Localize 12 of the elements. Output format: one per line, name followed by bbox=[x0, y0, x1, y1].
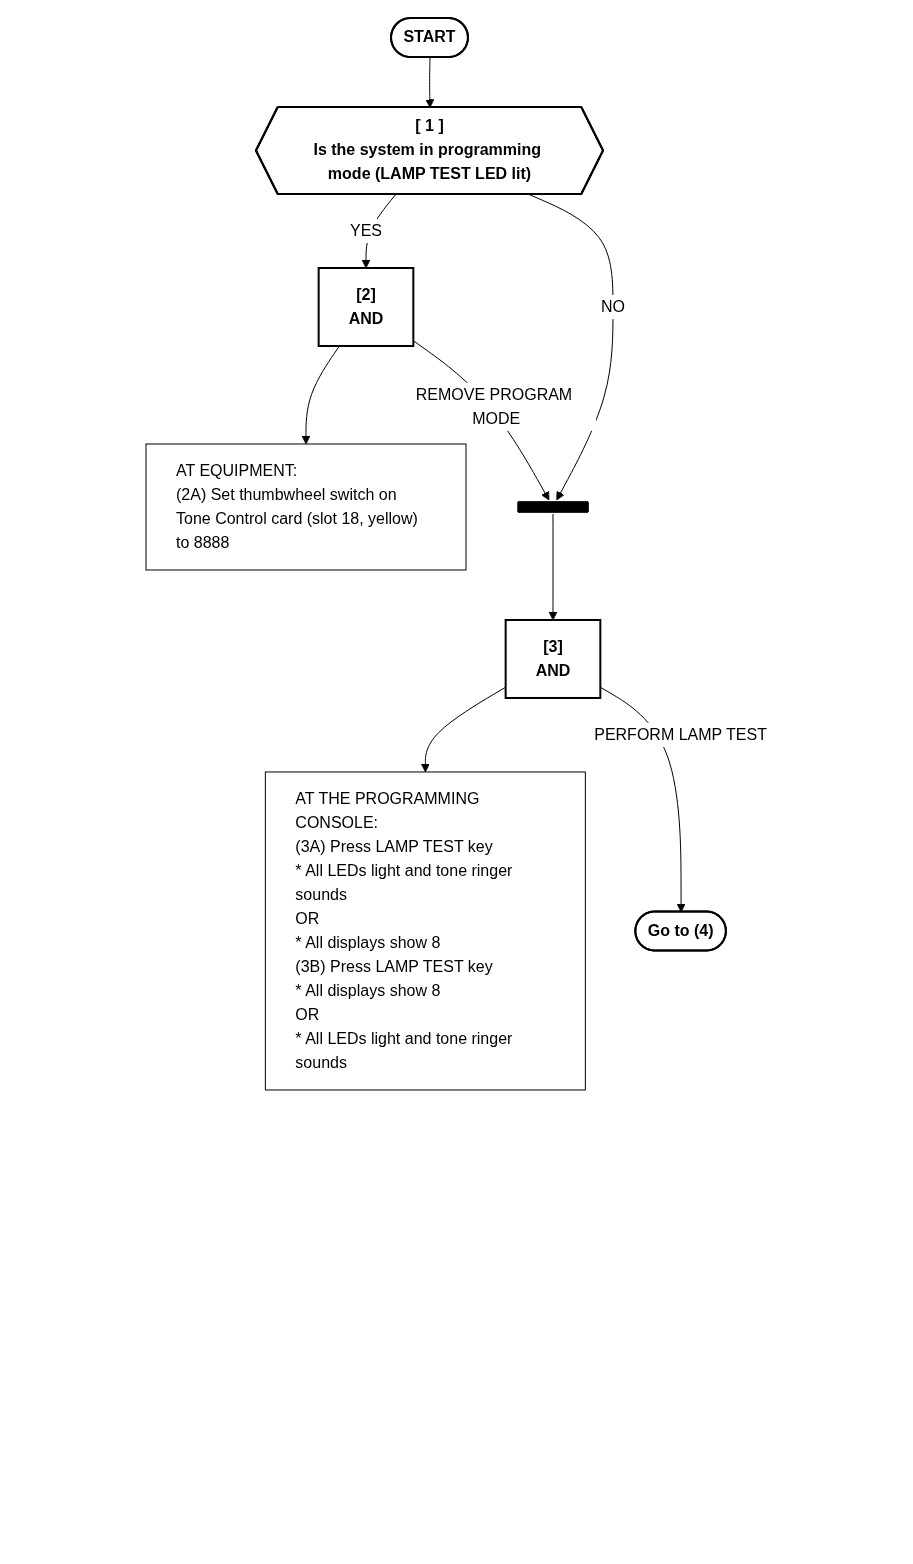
arrow bbox=[425, 57, 435, 108]
arrow bbox=[548, 513, 558, 621]
node-box: AT THE PROGRAMMING CONSOLE: (3A) Press LAMP TEST key * All LEDs light and tone ringer sounds OR * All displays show 8 (3B) Press LAMP TEST key * All displays show 8 OR * All LEDs light and tone ringer sounds bbox=[264, 771, 586, 1091]
edge-label: PERFORM LAMP TEST bbox=[594, 725, 767, 743]
arrow bbox=[301, 345, 340, 445]
node-box: [3] AND bbox=[504, 619, 602, 699]
node-box: AT EQUIPMENT: (2A) Set thumbwheel switch on Tone Control card (slot 18, yellow) to 8888 bbox=[145, 443, 467, 571]
arrow bbox=[528, 194, 614, 501]
edge-label: REMOVE PROGRAM MODE bbox=[415, 385, 573, 427]
edge-label: NO bbox=[600, 297, 625, 315]
node-box: [2] AND bbox=[317, 267, 415, 347]
edge-label: YES bbox=[349, 221, 382, 239]
